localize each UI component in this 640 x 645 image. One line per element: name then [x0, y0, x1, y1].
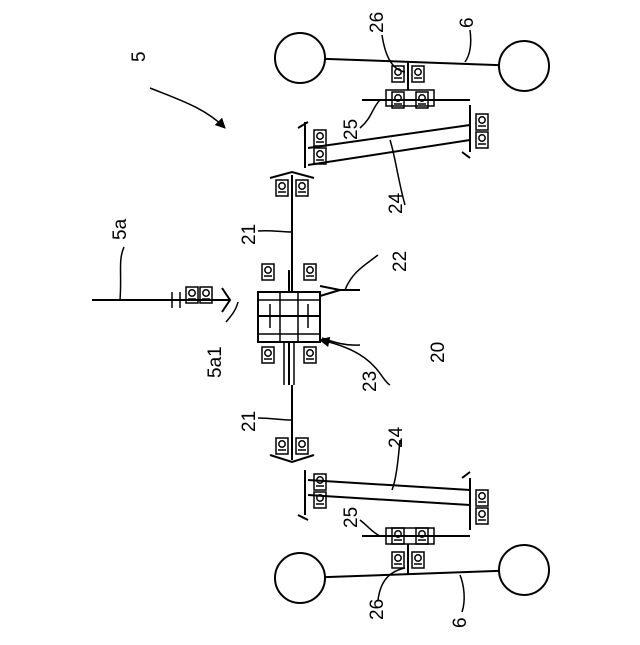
- propeller-24-bottom: [308, 472, 488, 530]
- leader-lines: [120, 30, 471, 612]
- differential-20: [258, 264, 360, 385]
- label-6-bottom: 6: [450, 617, 471, 628]
- input-shaft-5a: [92, 287, 230, 312]
- label-21-bottom: 21: [239, 411, 260, 432]
- wheel-bottom-left: [275, 553, 325, 603]
- label-24-bottom: 24: [386, 426, 407, 448]
- label-5a1: 5a1: [205, 346, 226, 378]
- wheel-top-right: [499, 41, 549, 91]
- wheel-top-left: [275, 33, 325, 83]
- coupling-25-top: [362, 90, 470, 108]
- axle-26-top: [275, 33, 549, 91]
- axle-26-bottom: [275, 544, 549, 603]
- coupling-25-bottom: [362, 528, 470, 544]
- propeller-24-top: [308, 105, 488, 165]
- label-25-bottom: 25: [341, 507, 362, 528]
- label-5a: 5a: [110, 218, 131, 240]
- label-5: 5: [129, 51, 150, 62]
- label-20: 20: [428, 342, 449, 363]
- side-shaft-21-bottom: [270, 385, 326, 520]
- label-24-top: 24: [386, 192, 407, 214]
- label-23: 23: [360, 371, 381, 392]
- wheel-bottom-right: [499, 545, 549, 595]
- label-26-bottom: 26: [367, 599, 388, 620]
- label-25-top: 25: [341, 119, 362, 140]
- label-6-top: 6: [457, 17, 478, 28]
- label-22: 22: [390, 251, 411, 272]
- label-26-top: 26: [367, 12, 388, 33]
- label-21-top: 21: [239, 224, 260, 245]
